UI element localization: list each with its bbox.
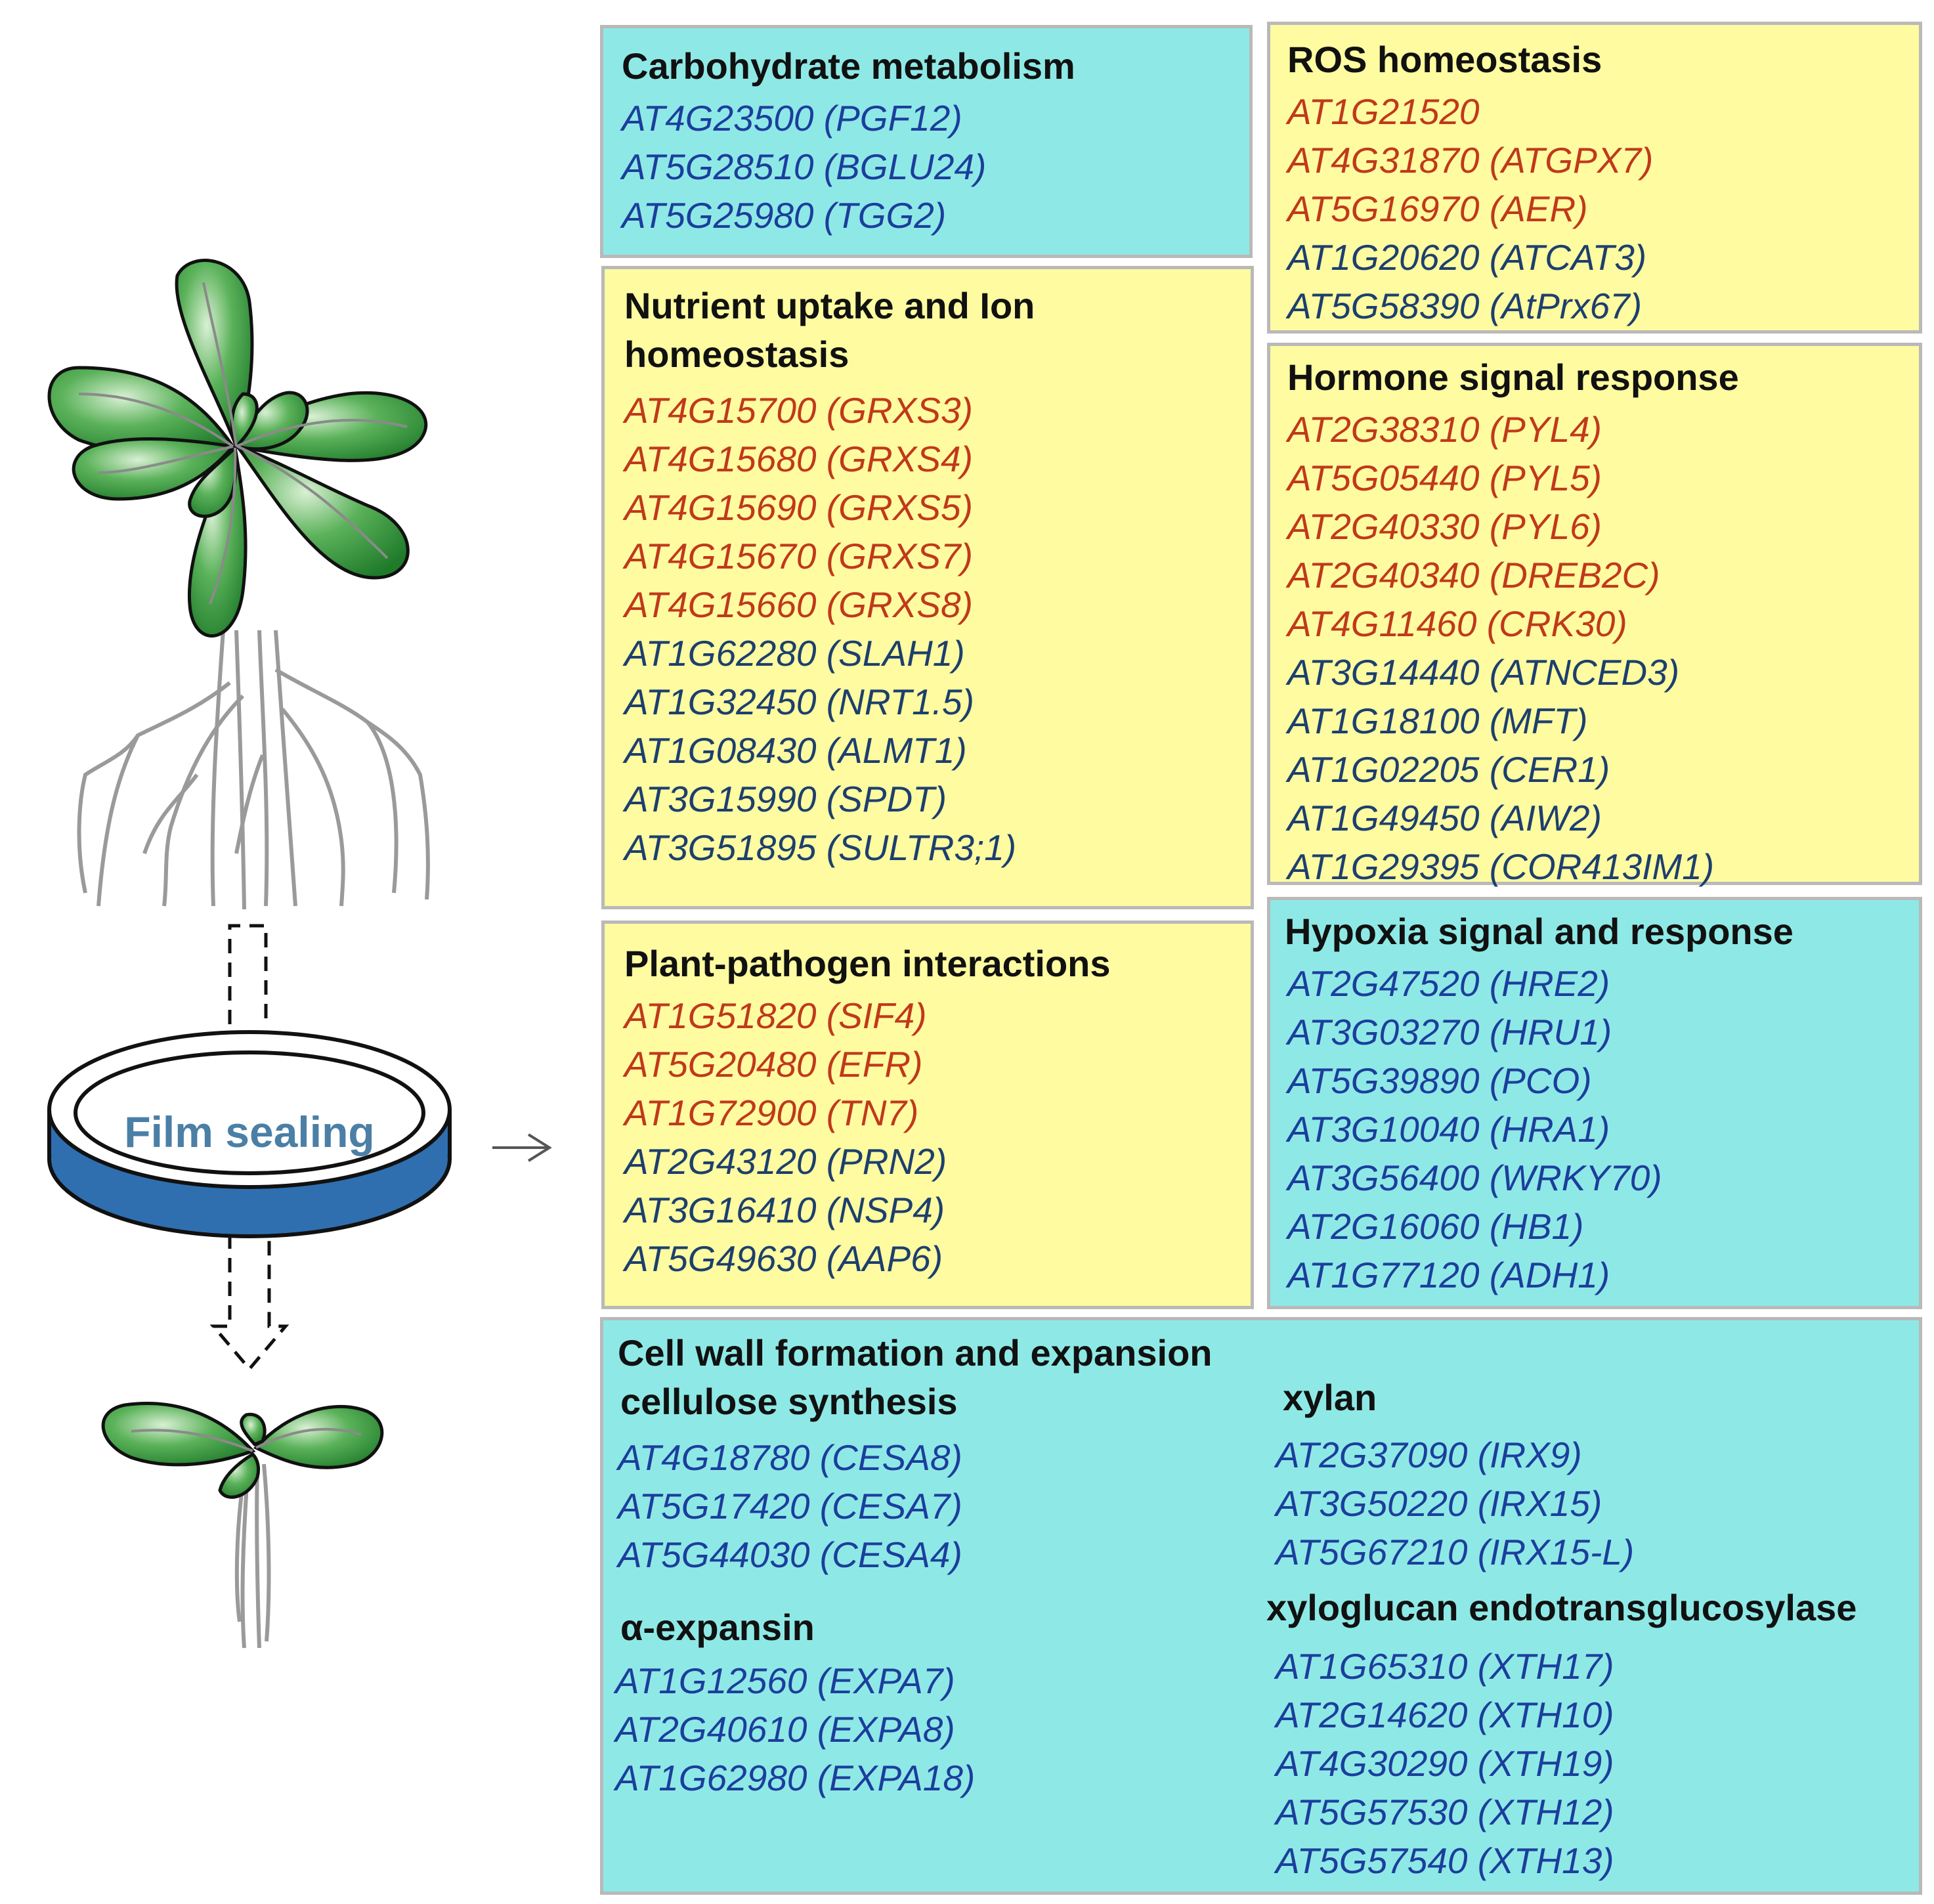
gene-item: AT4G15670 (GRXS7) [624, 536, 973, 576]
dashed-arrow-top [228, 924, 268, 1024]
gene-item: AT1G02205 (CER1) [1287, 749, 1610, 790]
right-arrow [492, 1133, 552, 1162]
gene-item: AT1G65310 (XTH17) [1276, 1646, 1614, 1687]
plant-illustration: Film sealing [47, 259, 552, 1649]
gene-item: AT5G58390 (AtPrx67) [1287, 286, 1643, 326]
nutrient-uptake-panel: Nutrient uptake and Ion homeostasis AT4G… [601, 266, 1254, 909]
xyloglucan-endotransglucosylase-title: xyloglucan endotransglucosylase [1266, 1587, 1857, 1628]
gene-item: AT3G56400 (WRKY70) [1287, 1158, 1662, 1198]
gene-item: AT5G57540 (XTH13) [1276, 1840, 1614, 1881]
gene-item: AT2G16060 (HB1) [1287, 1206, 1584, 1247]
gene-item: AT2G37090 (IRX9) [1276, 1435, 1582, 1475]
gene-item: AT5G17420 (CESA7) [618, 1486, 962, 1526]
gene-item: AT4G11460 (CRK30) [1287, 603, 1627, 644]
gene-item: AT3G14440 (ATNCED3) [1287, 652, 1680, 693]
panel-title-line2: homeostasis [624, 334, 849, 375]
hypoxia-signal-panel: Hypoxia signal and response AT2G47520 (H… [1267, 897, 1922, 1309]
gene-item: AT5G57530 (XTH12) [1276, 1792, 1614, 1832]
mature-roots [77, 630, 430, 910]
petri-dish: Film sealing [47, 1030, 452, 1238]
gene-item: AT5G49630 (AAP6) [624, 1238, 943, 1279]
gene-item: AT4G15690 (GRXS5) [624, 487, 973, 528]
carbohydrate-metabolism-panel: Carbohydrate metabolism AT4G23500 (PGF12… [600, 25, 1253, 258]
panel-title: Plant-pathogen interactions [624, 943, 1111, 984]
gene-item: AT4G18780 (CESA8) [618, 1437, 962, 1478]
gene-item: AT3G10040 (HRA1) [1287, 1109, 1610, 1150]
gene-list: AT4G23500 (PGF12) AT5G28510 (BGLU24) AT5… [622, 94, 986, 240]
gene-item: AT1G29395 (COR413IM1) [1287, 846, 1715, 887]
expansin-title: α-expansin [620, 1607, 815, 1648]
panel-title: Hypoxia signal and response [1285, 911, 1794, 952]
gene-item: AT5G67210 (IRX15-L) [1276, 1532, 1635, 1572]
xth-gene-list: AT1G65310 (XTH17) AT2G14620 (XTH10) AT4G… [1276, 1642, 1614, 1885]
gene-item: AT4G15660 (GRXS8) [624, 584, 973, 625]
gene-item: AT1G18100 (MFT) [1287, 701, 1588, 741]
panel-title: Cell wall formation and expansion [618, 1332, 1213, 1374]
gene-item: AT5G39890 (PCO) [1287, 1060, 1592, 1101]
gene-item: AT3G16410 (NSP4) [624, 1190, 945, 1230]
xylan-title: xylan [1283, 1377, 1377, 1418]
xylan-gene-list: AT2G37090 (IRX9) AT3G50220 (IRX15) AT5G6… [1276, 1431, 1634, 1576]
cellulose-gene-list: AT4G18780 (CESA8) AT5G17420 (CESA7) AT5G… [618, 1433, 962, 1579]
gene-item: AT1G51820 (SIF4) [624, 995, 927, 1036]
gene-item: AT4G15700 (GRXS3) [624, 390, 973, 431]
panel-title-line1: Nutrient uptake and Ion [624, 285, 1035, 326]
plant-pathogen-panel: Plant-pathogen interactions AT1G51820 (S… [601, 920, 1254, 1309]
gene-item: AT1G32450 (NRT1.5) [624, 682, 974, 722]
gene-item: AT1G21520 [1287, 91, 1480, 132]
gene-item: AT2G40330 (PYL6) [1287, 506, 1602, 547]
gene-item: AT2G40610 (EXPA8) [615, 1709, 955, 1750]
panel-title: Hormone signal response [1287, 357, 1739, 398]
gene-list: AT2G38310 (PYL4) AT5G05440 (PYL5) AT2G40… [1287, 405, 1714, 891]
cellulose-synthesis-title: cellulose synthesis [620, 1381, 958, 1422]
gene-item: AT1G20620 (ATCAT3) [1287, 237, 1647, 278]
gene-item: AT5G20480 (EFR) [624, 1044, 923, 1085]
gene-item: AT2G40340 (DREB2C) [1287, 555, 1660, 595]
gene-item: AT1G77120 (ADH1) [1287, 1255, 1610, 1295]
gene-item: AT1G12560 (EXPA7) [615, 1660, 955, 1701]
gene-item: AT4G15680 (GRXS4) [624, 439, 973, 479]
gene-list: AT1G21520 AT4G31870 (ATGPX7) AT5G16970 (… [1287, 87, 1653, 330]
gene-item: AT1G62280 (SLAH1) [624, 633, 965, 674]
gene-item: AT2G47520 (HRE2) [1287, 963, 1610, 1004]
gene-list: AT2G47520 (HRE2) AT3G03270 (HRU1) AT5G39… [1287, 959, 1662, 1299]
gene-item: AT1G08430 (ALMT1) [624, 730, 967, 771]
ros-homeostasis-panel: ROS homeostasis AT1G21520 AT4G31870 (ATG… [1267, 22, 1922, 334]
gene-item: AT5G25980 (TGG2) [622, 195, 947, 236]
expansin-gene-list: AT1G12560 (EXPA7) AT2G40610 (EXPA8) AT1G… [615, 1656, 975, 1802]
gene-item: AT3G50220 (IRX15) [1276, 1483, 1602, 1524]
dashed-arrow-bottom [209, 1234, 290, 1372]
gene-item: AT1G49450 (AIW2) [1287, 798, 1602, 838]
gene-item: AT1G62980 (EXPA18) [615, 1758, 976, 1798]
gene-list: AT1G51820 (SIF4) AT5G20480 (EFR) AT1G729… [624, 991, 947, 1283]
seedling-leaves [101, 1402, 384, 1499]
panel-title: Carbohydrate metabolism [622, 45, 1075, 87]
gene-item: AT5G44030 (CESA4) [618, 1534, 962, 1575]
seedling-leaf-veins [131, 1427, 362, 1452]
gene-item: AT2G38310 (PYL4) [1287, 409, 1602, 450]
gene-item: AT5G28510 (BGLU24) [622, 146, 987, 187]
gene-item: AT4G23500 (PGF12) [622, 98, 962, 139]
gene-item: AT5G05440 (PYL5) [1287, 458, 1602, 498]
gene-item: AT2G14620 (XTH10) [1276, 1695, 1614, 1735]
gene-item: AT3G15990 (SPDT) [624, 779, 947, 819]
panel-title: ROS homeostasis [1287, 39, 1602, 80]
mature-leaf-veins [78, 282, 408, 605]
gene-list: AT4G15700 (GRXS3) AT4G15680 (GRXS4) AT4G… [624, 386, 1016, 872]
gene-item: AT5G16970 (AER) [1287, 188, 1588, 229]
gene-item: AT3G03270 (HRU1) [1287, 1012, 1612, 1052]
mature-rosette [47, 259, 428, 638]
hormone-signal-panel: Hormone signal response AT2G38310 (PYL4)… [1267, 343, 1922, 887]
gene-item: AT4G30290 (XTH19) [1276, 1743, 1614, 1784]
gene-item: AT4G31870 (ATGPX7) [1287, 140, 1654, 181]
gene-item: AT3G51895 (SULTR3;1) [624, 827, 1017, 868]
film-sealing-label: Film sealing [124, 1108, 374, 1156]
gene-item: AT2G43120 (PRN2) [624, 1141, 947, 1182]
gene-item: AT1G72900 (TN7) [624, 1093, 919, 1133]
cell-wall-panel: Cell wall formation and expansion cellul… [600, 1317, 1922, 1895]
